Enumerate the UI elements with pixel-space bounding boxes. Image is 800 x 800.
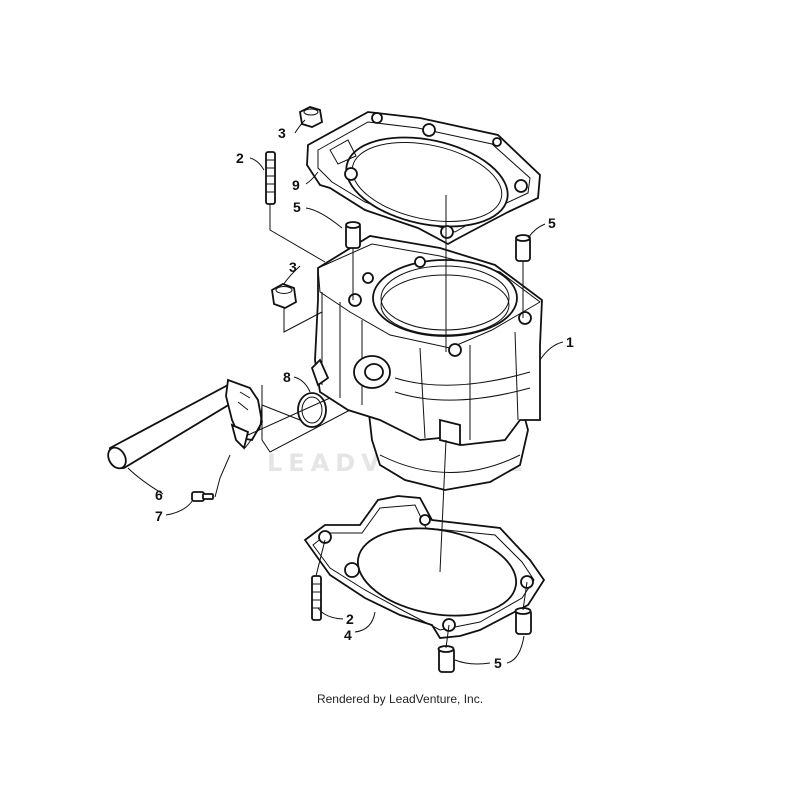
callout-5-upper-right: 5 [548,215,556,231]
leader-lines [214,195,528,649]
callout-4: 4 [344,627,352,643]
bolt[interactable] [191,491,214,502]
dowel-pin-upper-left[interactable] [345,221,361,249]
dowel-pin-upper-right[interactable] [515,234,531,262]
cylinder[interactable] [310,235,543,491]
callout-2-upper: 2 [236,150,244,166]
callout-numbers: 1 2 2 3 3 4 5 5 5 6 7 8 9 [155,125,574,671]
base-gasket[interactable] [303,495,546,639]
callout-7: 7 [155,508,163,524]
callout-3-upper: 3 [278,125,286,141]
o-ring[interactable] [297,392,327,428]
callout-8: 8 [283,369,291,385]
callout-5-lower: 5 [494,655,502,671]
coolant-hose-fitting[interactable] [105,378,263,472]
stud-lower[interactable] [311,575,322,621]
callout-1: 1 [566,334,574,350]
dowel-pin-lower-center[interactable] [437,645,455,673]
head-gasket[interactable] [306,111,541,246]
render-credit: Rendered by LeadVenture, Inc. [316,692,484,706]
callout-leaders [127,119,564,665]
callout-9: 9 [292,177,300,193]
callout-2-lower: 2 [346,611,354,627]
stud-upper[interactable] [265,151,276,205]
callout-5-upper-left: 5 [293,199,301,215]
callout-6: 6 [155,487,163,503]
dowel-pin-lower-right[interactable] [514,607,532,635]
callout-3-middle: 3 [289,259,297,275]
nut-middle[interactable] [271,283,297,309]
nut-upper[interactable] [299,106,323,128]
